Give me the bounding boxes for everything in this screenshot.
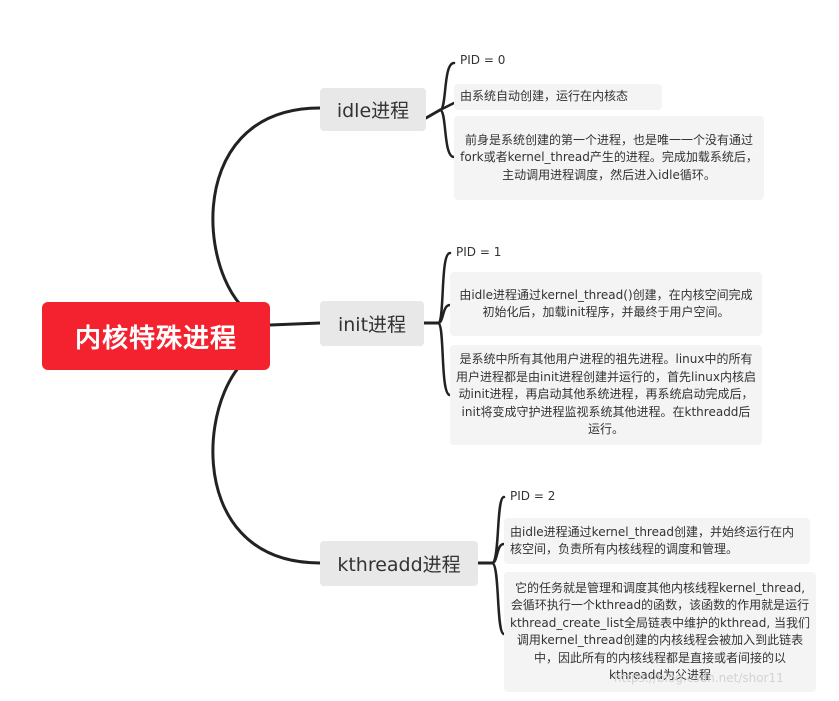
idle-pid-node[interactable]: PID = 0 <box>454 48 514 74</box>
kthreadd-creation-node[interactable]: 由idle进程通过kernel_thread创建，并始终运行在内核空间，负责所有… <box>504 518 810 564</box>
init-description-node[interactable]: 是系统中所有其他用户进程的祖先进程。linux中的所有用户进程都是由init进程… <box>450 345 762 445</box>
branch-kthreadd-process[interactable]: kthreadd进程 <box>320 541 478 586</box>
watermark-text: https://blog.csdn.net/shor11 <box>614 671 784 685</box>
branch-label: init进程 <box>337 314 407 336</box>
leaf-text: 由系统自动创建，运行在内核态 <box>460 89 629 104</box>
init-creation-node[interactable]: 由idle进程通过kernel_thread()创建，在内核空间完成初始化后，加… <box>450 272 762 336</box>
idle-creation-node[interactable]: 由系统自动创建，运行在内核态 <box>454 84 662 110</box>
leaf-text: 前身是系统创建的第一个进程，也是唯一一个没有通过fork或者kernel_thr… <box>460 132 758 182</box>
leaf-text: PID = 1 <box>456 245 502 260</box>
init-pid-node[interactable]: PID = 1 <box>450 240 510 266</box>
leaf-text: 是系统中所有其他用户进程的祖先进程。linux中的所有用户进程都是由init进程… <box>456 352 756 437</box>
branch-label: kthreadd进程 <box>337 554 461 576</box>
kthreadd-description-node[interactable]: 它的任务就是管理和调度其他内核线程kernel_thread, 会循环执行一个k… <box>504 572 816 692</box>
leaf-text: 它的任务就是管理和调度其他内核线程kernel_thread, 会循环执行一个k… <box>510 580 810 683</box>
idle-description-node[interactable]: 前身是系统创建的第一个进程，也是唯一一个没有通过fork或者kernel_thr… <box>454 116 764 200</box>
root-node[interactable]: 内核特殊进程 <box>42 302 270 370</box>
branch-idle-process[interactable]: idle进程 <box>320 88 426 131</box>
branch-label: idle进程 <box>336 100 410 122</box>
leaf-text: 由idle进程通过kernel_thread()创建，在内核空间完成初始化后，加… <box>459 287 753 320</box>
root-label: 内核特殊进程 <box>74 323 237 354</box>
leaf-text: PID = 2 <box>510 489 556 504</box>
leaf-text: PID = 0 <box>460 53 506 68</box>
kthreadd-pid-node[interactable]: PID = 2 <box>504 484 568 510</box>
branch-init-process[interactable]: init进程 <box>320 301 424 346</box>
leaf-text: 由idle进程通过kernel_thread创建，并始终运行在内核空间，负责所有… <box>510 524 794 557</box>
